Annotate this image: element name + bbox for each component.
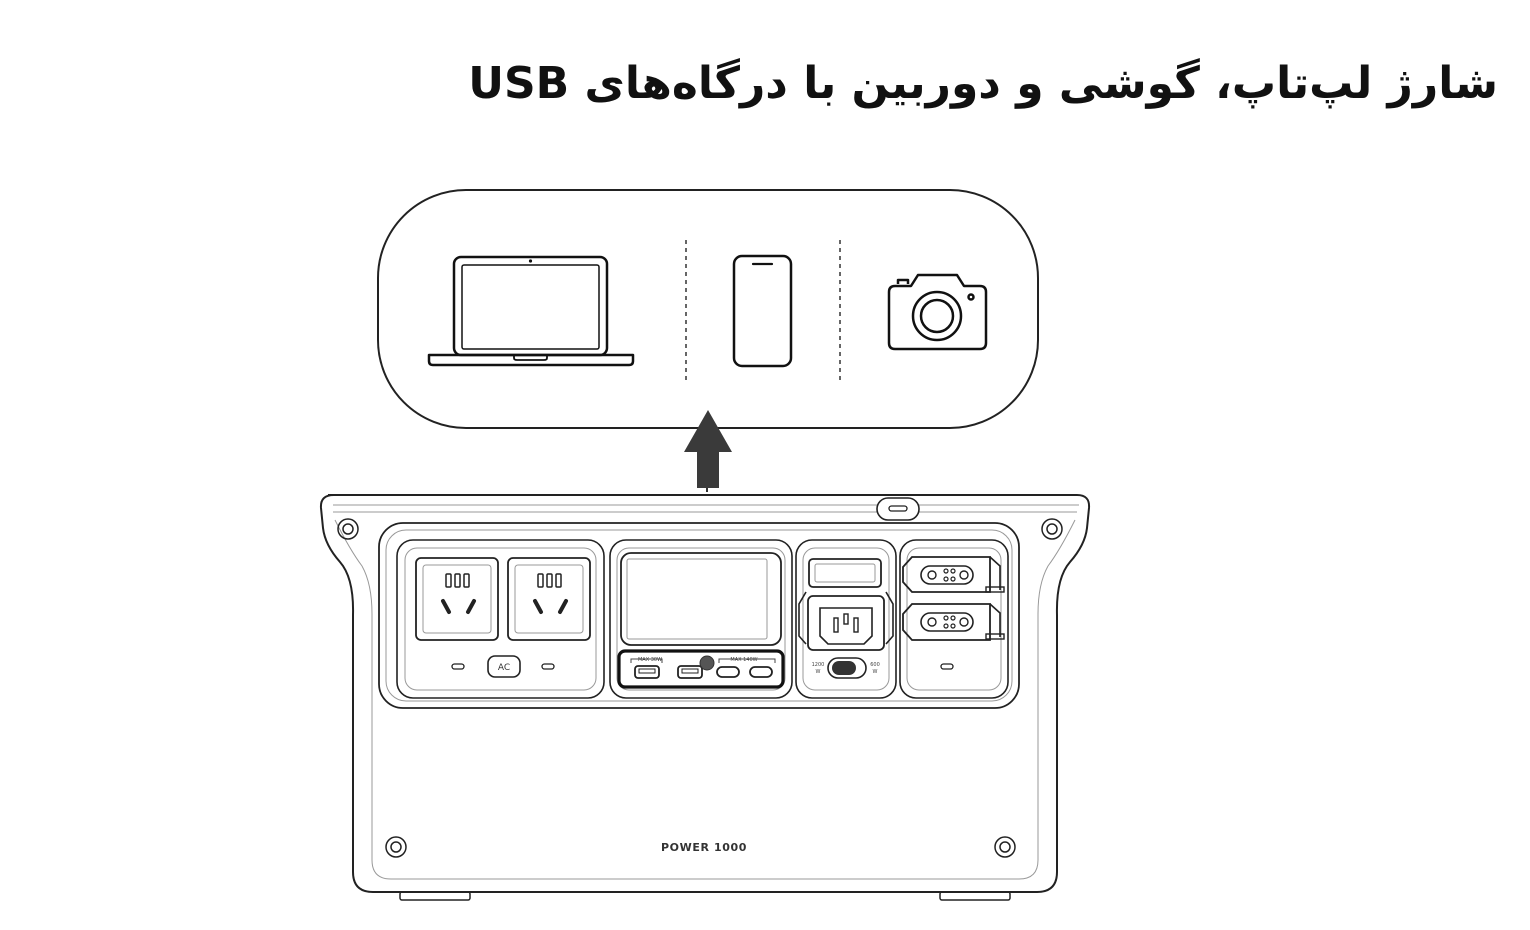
usb-a-port[interactable] [677, 665, 703, 679]
ac-socket [507, 557, 591, 641]
indicator-light [451, 663, 465, 670]
ac-button-label: AC [498, 663, 510, 673]
mode-right-value: 600 [870, 662, 880, 668]
screw [1041, 518, 1063, 540]
page-title: شارژ لپ‌تاپ، گوشی و دوربین با درگاه‌های … [468, 58, 1498, 109]
display-screen [620, 552, 782, 646]
model-label: POWER 1000 [661, 841, 747, 854]
camera-icon [887, 273, 988, 351]
iec-power-inlet[interactable] [819, 607, 873, 645]
charge-mode-switch[interactable] [827, 657, 867, 679]
usb-c-group-label: MAX 140W [730, 657, 757, 663]
indicator-light [940, 663, 954, 670]
usb-c-port[interactable] [749, 666, 773, 678]
ac-socket [415, 557, 499, 641]
screw [994, 836, 1016, 858]
ac-outlets-section: AC [396, 539, 605, 699]
usb-a-group-label: MAX 30W [638, 657, 662, 663]
usb-a-port[interactable] [634, 665, 660, 679]
display-usb-section: MAX 30W MAX 140W [609, 539, 793, 699]
usb-c-port[interactable] [716, 666, 740, 678]
sdc-port[interactable] [902, 556, 1005, 593]
upward-arrow [684, 410, 732, 488]
laptop-icon [427, 255, 635, 367]
smartphone-icon [732, 254, 793, 368]
mode-right-unit: W [873, 669, 878, 675]
mode-left-unit: W [816, 669, 821, 675]
dc-port-section [899, 539, 1009, 699]
connection-point [699, 655, 715, 671]
ac-button[interactable]: AC [487, 655, 521, 678]
screw [337, 518, 359, 540]
usb-port-panel: MAX 30W MAX 140W [617, 649, 785, 689]
indicator-light [541, 663, 555, 670]
mode-left-value: 1200 [812, 662, 825, 668]
power-station: AC MAX 30W MAX 140W [319, 494, 1091, 901]
devices-bubble [377, 189, 1039, 429]
sdc-port[interactable] [902, 603, 1005, 641]
screw [385, 836, 407, 858]
ac-input-section: 1200 W 600 W [795, 539, 897, 699]
